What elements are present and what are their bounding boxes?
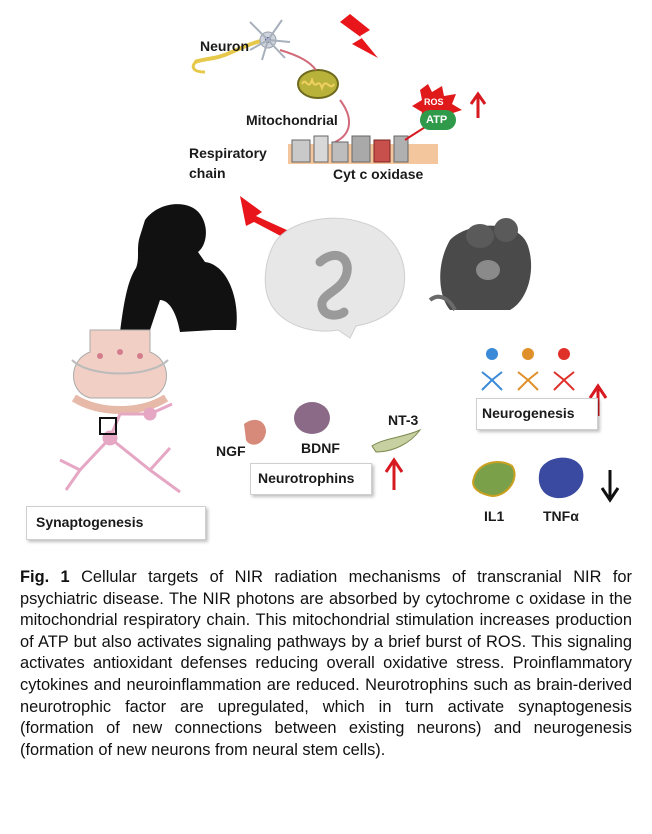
lightning-icon [340, 14, 378, 58]
neurotrophins-box [250, 463, 372, 495]
respiratory-chain-label: Respiratory chain [189, 145, 267, 181]
il1-protein-icon [472, 461, 516, 498]
neurotrophins-label: Neurotrophins [258, 470, 355, 486]
brain-icon [264, 217, 406, 339]
figure-caption: Fig. 1 Cellular targets of NIR radiation… [20, 567, 632, 761]
tnfa-label: TNFα [543, 508, 579, 524]
cyt-c-oxidase-label: Cyt c oxidase [333, 166, 424, 182]
respiratory-chain-icon [288, 135, 438, 164]
neurogenesis-label: Neurogenesis [482, 405, 575, 421]
bdnf-protein-icon [294, 402, 330, 434]
caption-text: Cellular targets of NIR radiation mechan… [20, 568, 632, 759]
increase-arrow-icon [469, 91, 487, 118]
caption-label: Fig. 1 [20, 568, 70, 586]
neuron-label: Neuron [200, 38, 249, 54]
mitochondrial-label: Mitochondrial [246, 112, 338, 128]
increase-arrow-icon [588, 383, 608, 416]
atp-badge [420, 110, 456, 130]
figure-graphics [59, 14, 620, 503]
atp-label: ATP [426, 114, 448, 126]
bdnf-label: BDNF [301, 440, 340, 456]
neuron-icon [191, 19, 291, 74]
ngf-label: NGF [216, 443, 246, 459]
increase-arrow-icon [384, 457, 404, 490]
synaptogenesis-neurons [59, 402, 181, 494]
il1-label: IL1 [484, 508, 505, 524]
tnfa-protein-icon [538, 457, 584, 499]
synapse-icon [71, 329, 169, 414]
ngf-protein-icon [244, 419, 266, 445]
neural-stem-cells [481, 348, 575, 391]
decrease-arrow-icon [600, 470, 620, 503]
figure-panel: Neuron Mitochondrial Respiratory chain C… [26, 14, 620, 540]
ros-label: ROS [424, 97, 444, 107]
synaptogenesis-box [26, 506, 206, 540]
nt3-protein-icon [371, 428, 422, 453]
depressed-person-silhouette [120, 204, 237, 332]
neurogenesis-box [476, 398, 598, 430]
mitochondrion-icon [297, 69, 339, 99]
rat-photo [428, 218, 532, 311]
nt3-label: NT-3 [388, 412, 419, 428]
synaptogenesis-label: Synaptogenesis [36, 514, 144, 530]
